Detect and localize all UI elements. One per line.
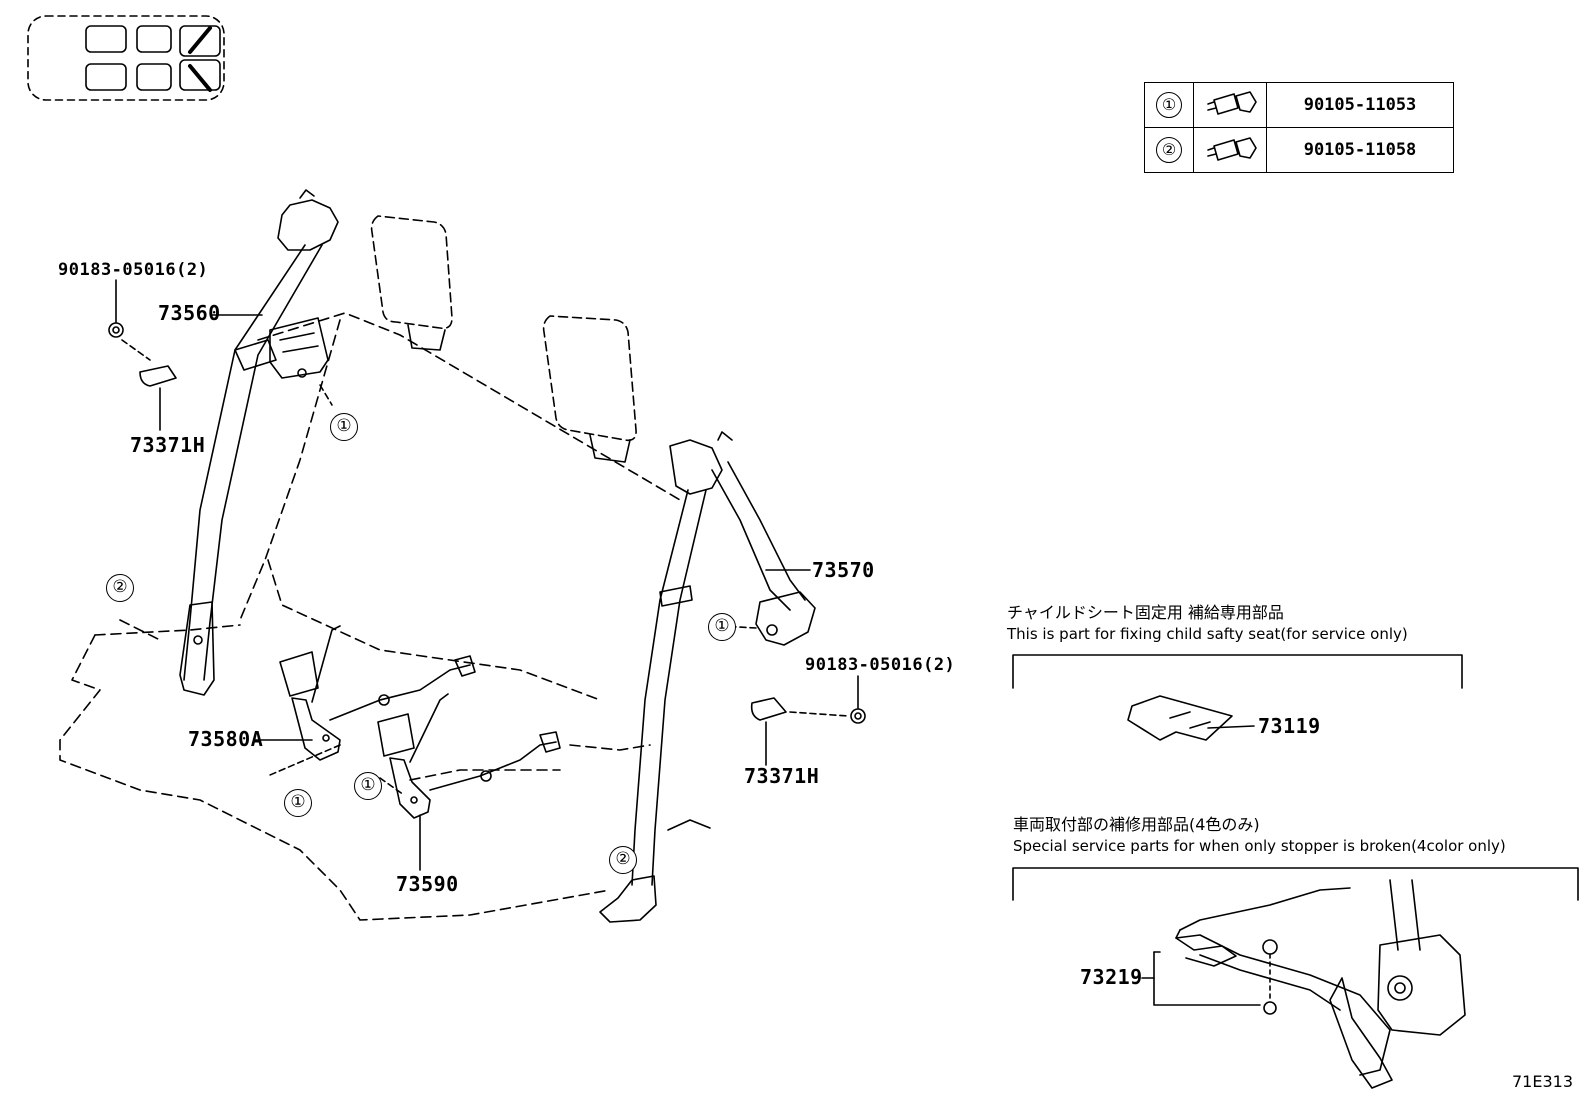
left-nut-and-cover: [108, 279, 177, 431]
bolt-ref-cell: ①: [1144, 82, 1194, 128]
part-label-73590: 73590: [396, 872, 459, 896]
part-label-nut-left: 90183-05016(2): [58, 260, 209, 280]
note-stopper-en: Special service parts for when only stop…: [1013, 837, 1506, 855]
vehicle-position-indicator: [27, 15, 225, 101]
bolt-part-number: 90105-11053: [1266, 82, 1454, 128]
left-seat-belt-73560: [179, 189, 339, 696]
right-nut-and-cover: [750, 675, 866, 766]
part-label-73119: 73119: [1258, 714, 1321, 738]
bolt-table-row: ② 90105-11058: [1144, 127, 1454, 173]
right-seat-belt-73570: [599, 431, 816, 923]
diagram-id: 71E313: [1512, 1072, 1574, 1091]
stopper-box: [1012, 867, 1579, 1089]
note-child-seat-en: This is part for fixing child safty seat…: [1007, 625, 1408, 643]
note-child-seat-jp: チャイルドシート固定用 補給専用部品: [1007, 603, 1284, 622]
part-label-73580a: 73580A: [188, 727, 264, 751]
callout-bolt-1: ①: [708, 613, 736, 641]
part-label-cover-left: 73371H: [130, 433, 206, 457]
part-label-73219: 73219: [1080, 965, 1143, 989]
headrests: [370, 215, 637, 463]
leader-lines: [211, 314, 1255, 979]
bolt-table-row: ① 90105-11053: [1144, 82, 1454, 128]
bolt-icon: [1193, 82, 1267, 128]
bolt-ref: ①: [1156, 92, 1182, 118]
center-buckles: [269, 625, 561, 819]
child-seat-bracket-box: [1012, 654, 1463, 741]
part-label-cover-right: 73371H: [744, 764, 820, 788]
callout-bolt-2: ②: [609, 846, 637, 874]
bolt-ref-cell: ②: [1144, 127, 1194, 173]
callout-bolt-2: ②: [106, 574, 134, 602]
note-stopper-jp: 車両取付部の補修用部品(4色のみ): [1013, 815, 1260, 834]
part-label-nut-right: 90183-05016(2): [805, 655, 956, 675]
part-label-73560: 73560: [158, 301, 221, 325]
callout-bolt-1: ①: [330, 413, 358, 441]
bolt-part-number: 90105-11058: [1266, 127, 1454, 173]
bolt-table: ① 90105-11053 ② 90105-11058: [1144, 82, 1454, 173]
bolt-icon: [1193, 127, 1267, 173]
part-label-73570: 73570: [812, 558, 875, 582]
callout-bolt-1: ①: [354, 772, 382, 800]
bolt-ref: ②: [1156, 137, 1182, 163]
callout-bolt-1: ①: [284, 789, 312, 817]
seat-outline: [59, 312, 681, 921]
